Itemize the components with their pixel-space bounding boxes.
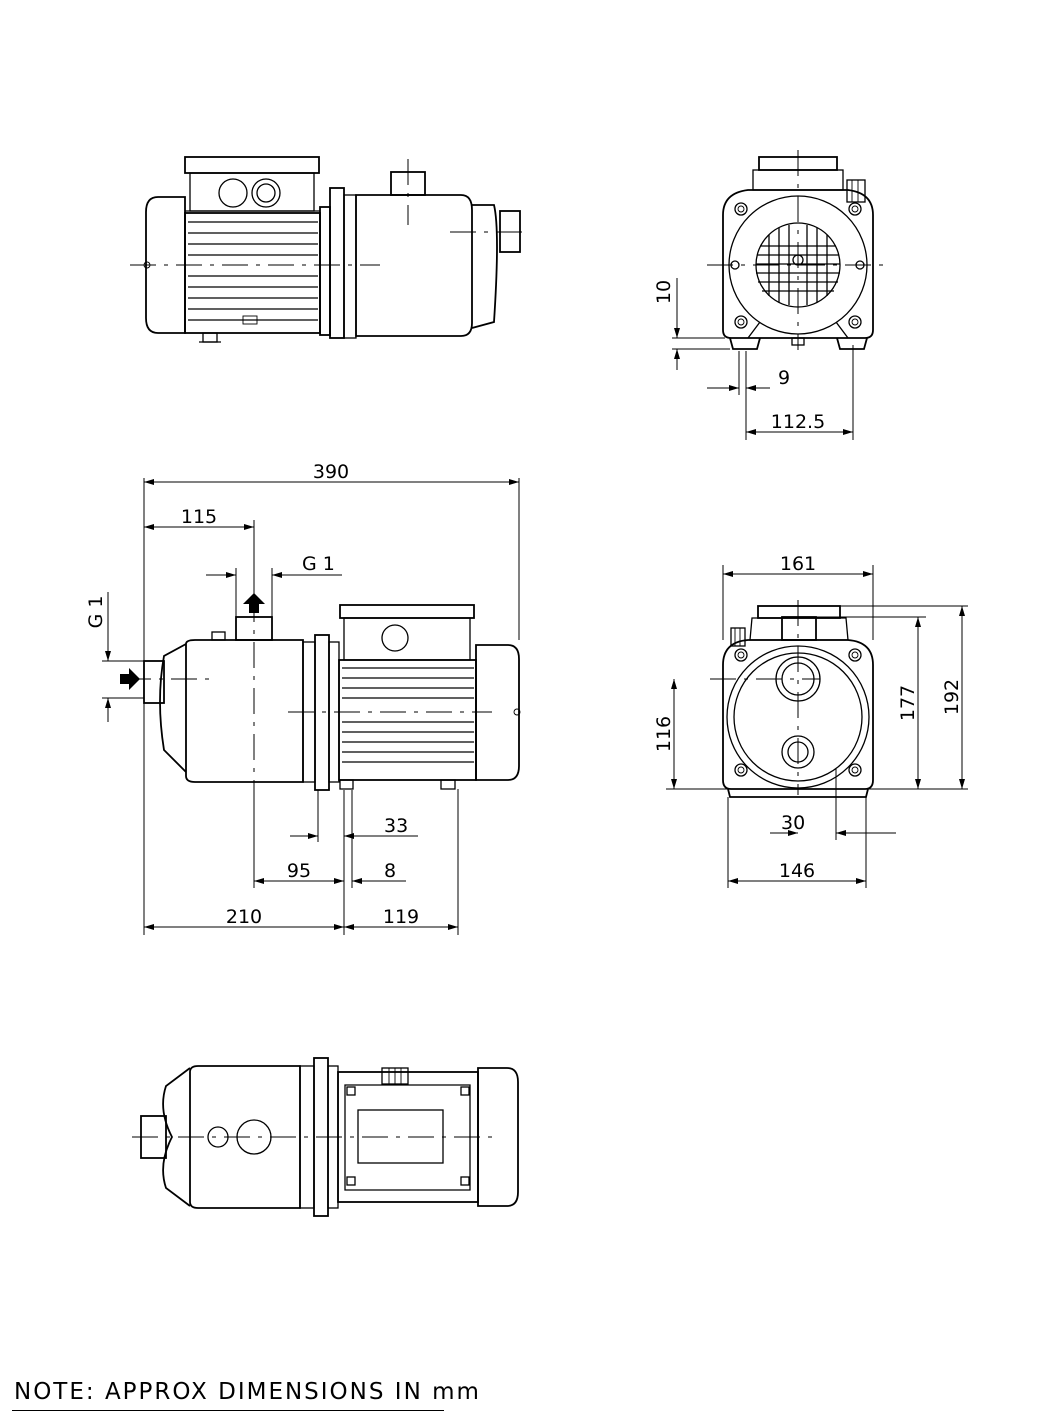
motor-fins-main [342,667,474,763]
outlet-flow-arrow [243,593,265,613]
motor-fins [188,221,318,321]
dimension-note: NOTE: APPROX DIMENSIONS IN mm [14,1379,481,1405]
dim-9: 9 [778,367,790,389]
dim-g1-outlet: G 1 [302,553,335,575]
view-side-elevation-top [130,156,528,343]
dim-30: 30 [781,812,805,834]
dim-95: 95 [287,860,311,882]
view-plan-top [132,1057,519,1217]
dim-115: 115 [181,506,217,528]
dim-119: 119 [383,906,419,928]
view-end-pump: 161 177 192 116 30 146 [653,553,968,888]
dim-10: 10 [653,280,675,304]
view-side-elevation-main: 390 115 G 1 G 1 33 95 8 210 119 [85,461,521,935]
view-end-motor: 10 9 112.5 [653,150,888,440]
dim-210: 210 [226,906,262,928]
dim-177: 177 [897,685,919,721]
dim-116: 116 [653,716,675,752]
note-underline [12,1410,444,1411]
dim-8: 8 [384,860,396,882]
dim-146: 146 [779,860,815,882]
inlet-flow-arrow [120,668,140,690]
dim-112-5: 112.5 [771,411,825,433]
dim-390: 390 [313,461,349,483]
dim-161: 161 [780,553,816,575]
dim-33: 33 [384,815,408,837]
dim-192: 192 [941,679,963,715]
dim-g1-inlet: G 1 [85,596,107,629]
